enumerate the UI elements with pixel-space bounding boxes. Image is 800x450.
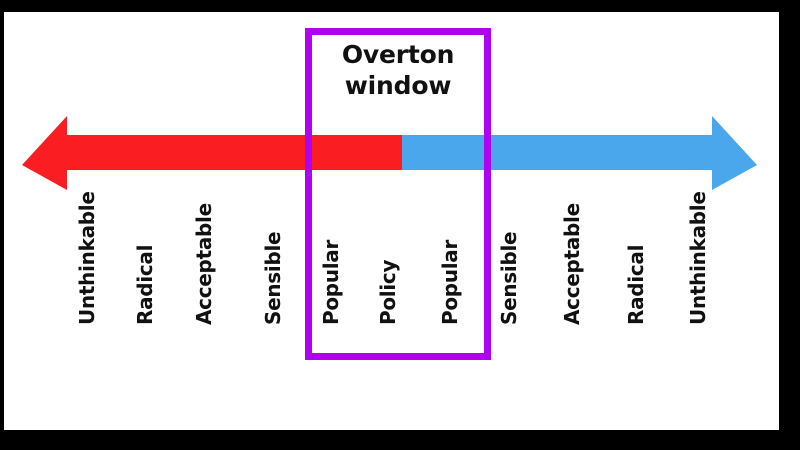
overton-title-line-2: window	[344, 70, 452, 100]
scale-label-text: Unthinkable	[686, 191, 710, 325]
scale-label-text: Popular	[319, 239, 343, 325]
scale-label-text: Unthinkable	[75, 191, 99, 325]
scale-label-text: Radical	[133, 244, 157, 325]
overton-window-title: Overton window	[305, 40, 491, 101]
scale-label-text: Sensible	[261, 231, 285, 325]
overton-title-line-1: Overton	[341, 40, 455, 69]
overton-window-box	[305, 28, 491, 360]
scale-label-text: Acceptable	[560, 203, 584, 325]
white-background: Overton window Unthinkable Radical Accep…	[4, 12, 779, 430]
scale-label-text: Sensible	[497, 231, 521, 325]
scale-label-text: Radical	[624, 244, 648, 325]
scale-label-text: Acceptable	[192, 203, 216, 325]
scale-label-text: Policy	[376, 259, 400, 325]
scale-label-text: Popular	[438, 239, 462, 325]
